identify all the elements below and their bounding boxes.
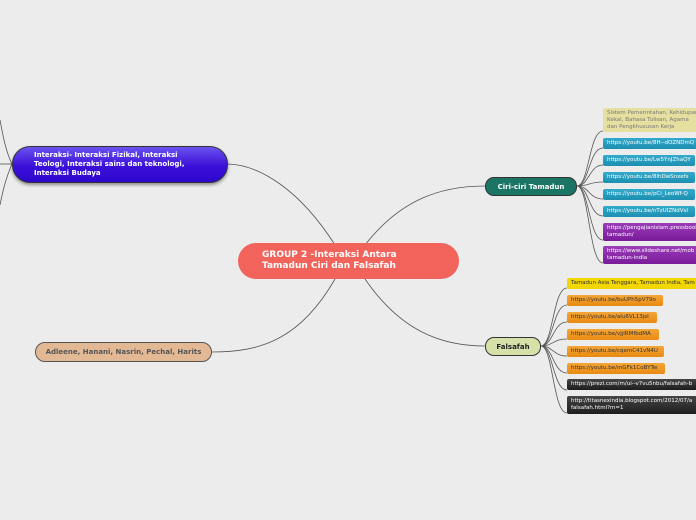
branch-line — [540, 345, 568, 374]
branch-line — [540, 287, 568, 347]
topic-line-2: Teologi, Interaksi sains dan teknologi, — [34, 160, 185, 168]
branch-line — [540, 338, 568, 347]
falsafah-link-7[interactable]: http://titasnexindia.blogspot.com/2012/0… — [567, 396, 696, 414]
ciri-link-4[interactable]: https://youtu.be/pCi_LeoWf-Q — [603, 189, 695, 200]
branch-line — [576, 185, 604, 264]
central-line-1: GROUP 2 -Interaksi Antara — [262, 250, 397, 260]
branch-line — [576, 185, 604, 217]
ciri-link-6[interactable]: https://pengajianislam.pressbooks tamadu… — [603, 223, 696, 241]
ciri-link-1[interactable]: https://youtu.be/8H--dOZNDmQ — [603, 138, 696, 149]
falsafah-link-5[interactable]: https://youtu.be/mGFk1CoBYTw — [567, 363, 665, 374]
branch-line — [540, 345, 568, 414]
central-line-2: Tamadun Ciri dan Falsafah — [262, 261, 396, 271]
ciri-link-5[interactable]: https://youtu.be/nTzUIZNdVsI — [603, 206, 695, 217]
falsafah-link-2[interactable]: https://youtu.be/aIu6VL13jsI — [567, 312, 657, 323]
branch-line — [540, 321, 568, 347]
falsafah-link-4[interactable]: https://youtu.be/cqemC41vN4U — [567, 346, 664, 357]
topic-authors[interactable]: Adleene, Hanani, Nasrin, Pechal, Harits — [35, 342, 212, 362]
ciri-link-7[interactable]: https://www.slideshare.net/mob tamadun-i… — [603, 246, 696, 264]
topic-line-1: Interaksi- Interaksi Fizikal, Interaksi — [34, 151, 178, 159]
topic-ciri-ciri-tamadun[interactable]: Ciri-ciri Tamadun — [485, 177, 577, 196]
branch-line — [576, 164, 604, 187]
ciri-link-3[interactable]: https://youtu.be/8lhDwSnxefs — [603, 172, 695, 183]
branch-line — [576, 130, 604, 187]
topic-falsafah[interactable]: Falsafah — [485, 337, 541, 356]
branch-line — [576, 147, 604, 187]
falsafah-link-6[interactable]: https://prezi.com/m/ui--v7vu5nbu/falsafa… — [567, 379, 696, 390]
branch-line — [576, 185, 604, 241]
ciri-leaf-0[interactable]: Sistem Pemerintahan, Kehidupan Kekal, Ba… — [603, 108, 696, 132]
falsafah-link-1[interactable]: https://youtu.be/buUPh5pV79o — [567, 295, 663, 306]
ciri-link-2[interactable]: https://youtu.be/Lw5YnJZhaQY — [603, 155, 695, 166]
topic-line-3: Interaksi Budaya — [34, 169, 101, 177]
branch-line — [540, 304, 568, 347]
falsafah-leaf-0[interactable]: Tamadun Asia Tenggara, Tamadun India, Ta… — [567, 278, 696, 289]
falsafah-link-3[interactable]: https://youtu.be/vjjlRMfbdMA — [567, 329, 659, 340]
